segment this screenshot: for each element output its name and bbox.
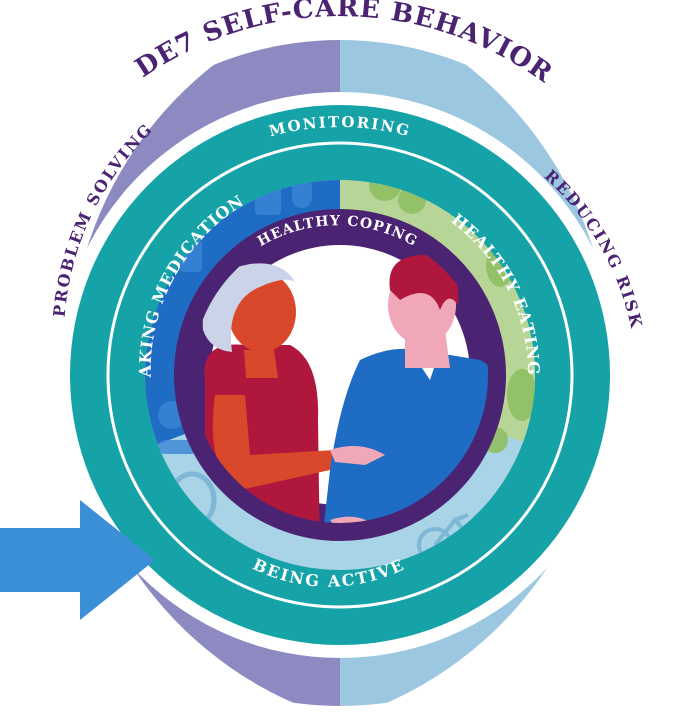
arrow-icon [0,500,155,620]
coping-ring-edge [174,209,506,541]
monitoring-inner-line [106,141,574,609]
